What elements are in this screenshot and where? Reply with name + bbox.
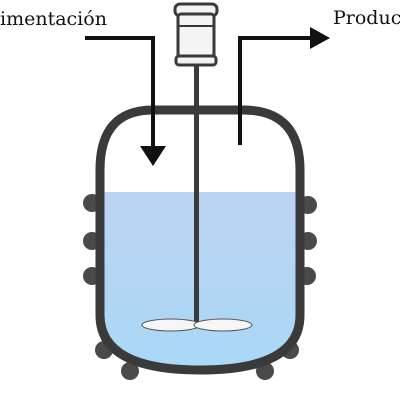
motor-base	[174, 54, 218, 67]
agitator-shaft	[194, 64, 199, 326]
liquid-group	[100, 192, 300, 370]
outlet-pipe	[238, 27, 330, 145]
impeller-icon	[141, 318, 253, 332]
vessel-outline	[95, 105, 305, 375]
arrow-right-icon	[310, 27, 330, 49]
inlet-pipe	[85, 36, 166, 166]
jacket-bump	[121, 362, 139, 380]
impeller-blade-right	[193, 318, 253, 332]
liquid	[100, 192, 300, 370]
outlet-label: Produc	[333, 7, 400, 29]
inlet-label: imentación	[0, 8, 107, 30]
motor-body	[176, 12, 216, 60]
impeller-blade-left	[141, 318, 201, 332]
arrow-down-icon	[140, 146, 166, 166]
motor-icon	[173, 2, 219, 67]
